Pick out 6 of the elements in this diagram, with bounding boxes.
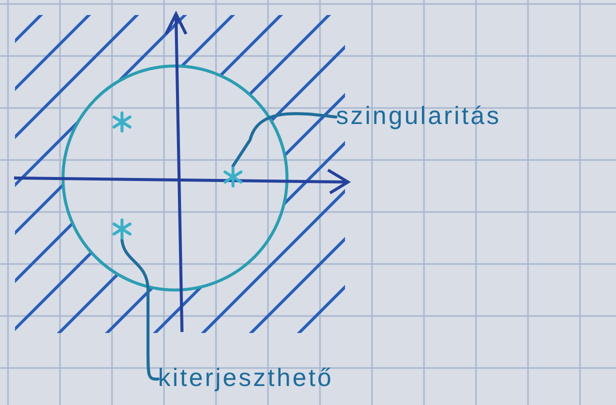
leader-line	[232, 112, 338, 168]
handwritten-label: szingularitás	[336, 98, 612, 136]
asterisk-icon	[222, 166, 244, 188]
asterisk-icon	[111, 218, 133, 240]
handwritten-label: kiterjeszthető	[158, 360, 408, 398]
leader-line	[120, 238, 160, 381]
